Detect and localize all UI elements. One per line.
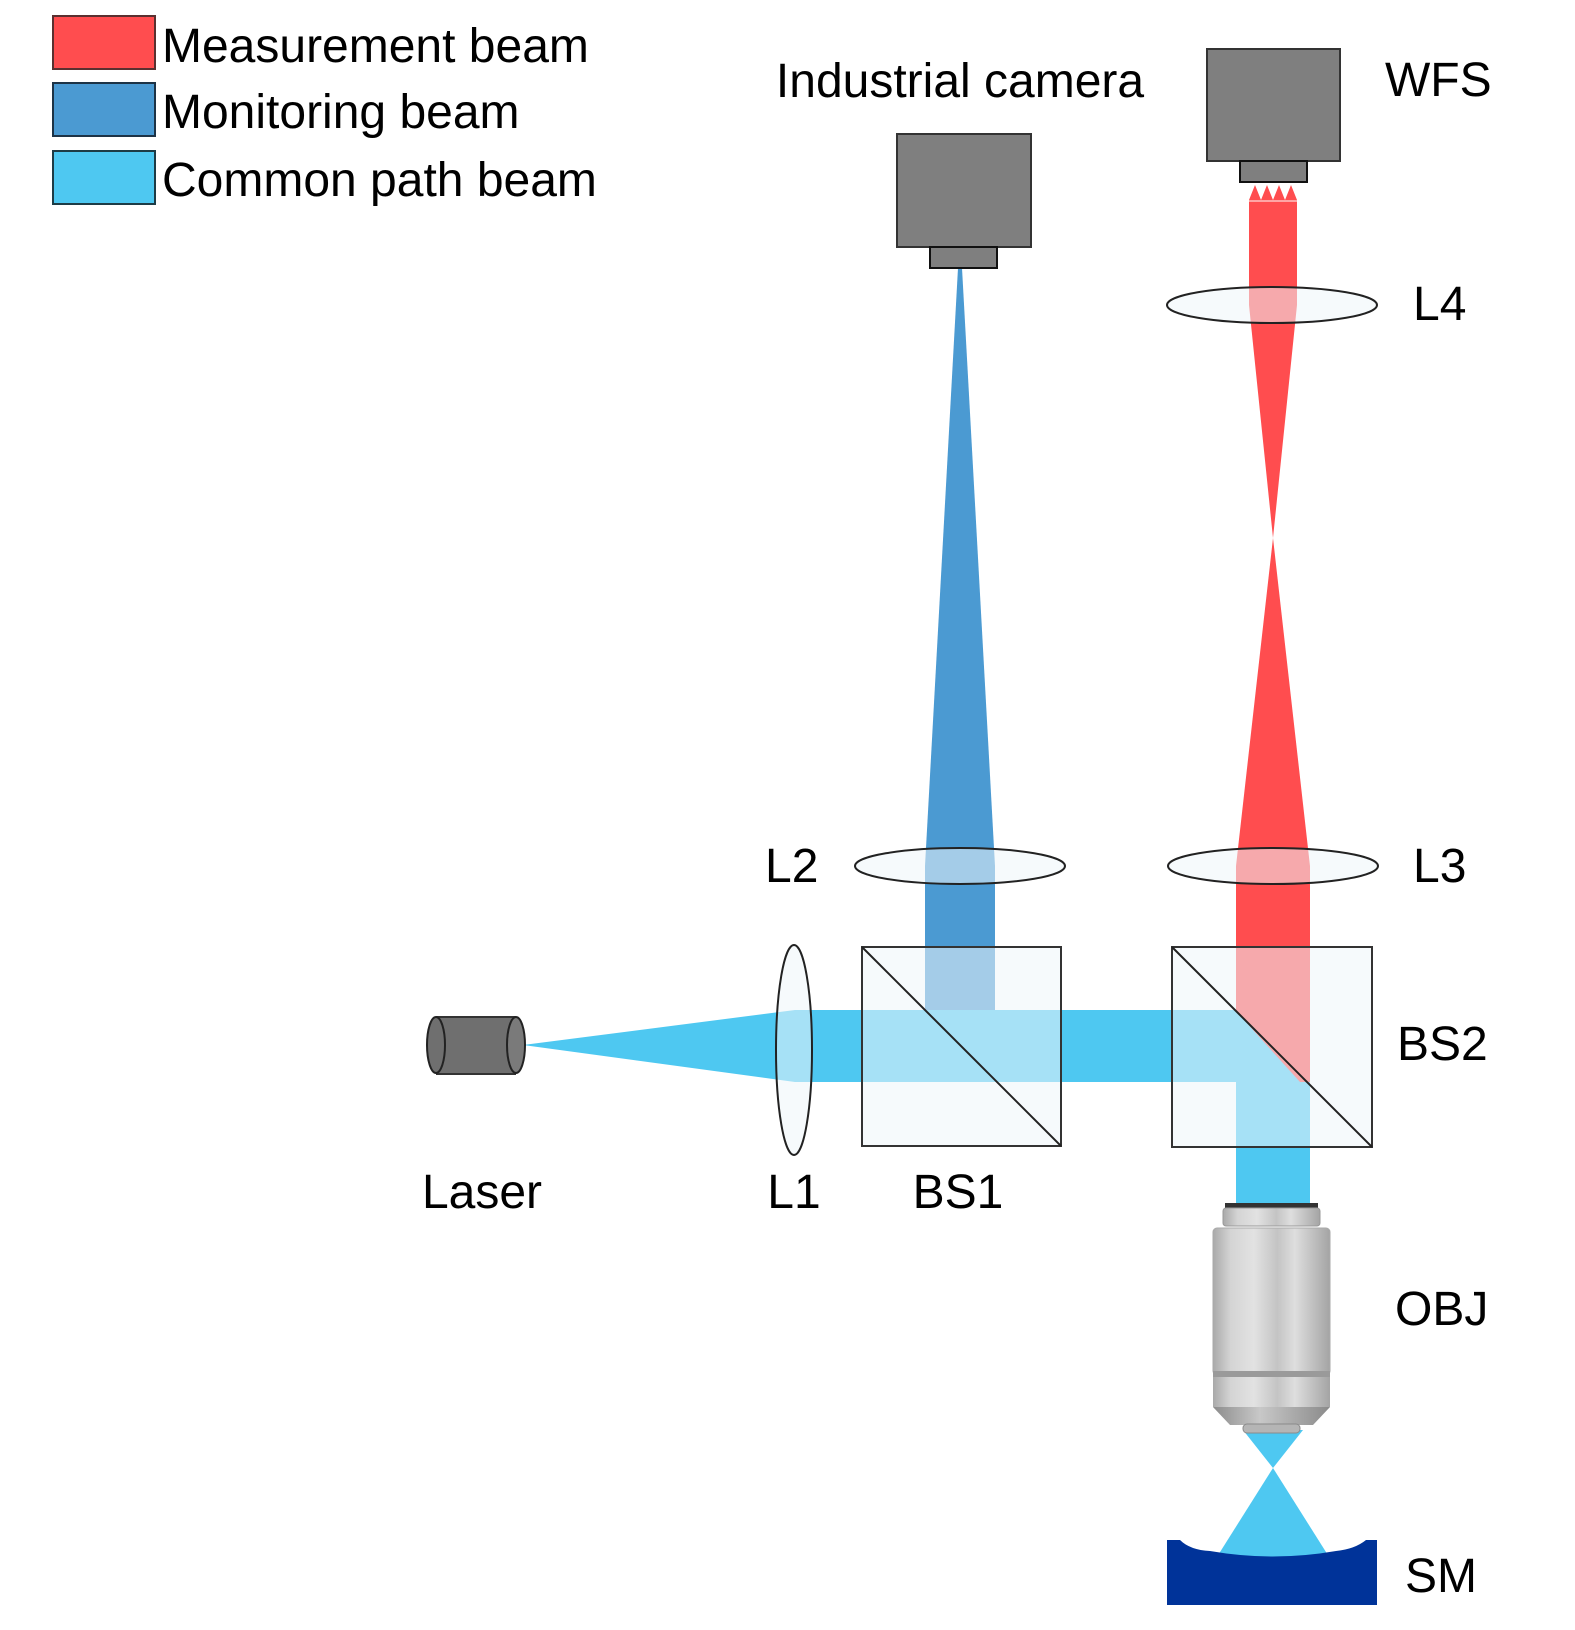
laser: Laser <box>422 1016 542 1219</box>
wfs-body <box>1206 48 1341 162</box>
legend: Measurement beam Monitoring beam Common … <box>52 15 597 207</box>
legend-item-common: Common path beam <box>52 150 597 207</box>
beam-splitter-bs1: BS1 <box>861 946 1062 1219</box>
label-bs1: BS1 <box>913 1166 1004 1219</box>
label-l3: L3 <box>1413 840 1466 893</box>
lens-l4: L4 <box>1166 278 1466 331</box>
industrial-camera: Industrial camera <box>776 55 1144 269</box>
camera-body <box>896 133 1032 248</box>
label-l1: L1 <box>767 1166 820 1219</box>
spherical-mirror: SM <box>1167 1540 1477 1605</box>
label-l2: L2 <box>765 840 818 893</box>
label-l4: L4 <box>1413 278 1466 331</box>
legend-swatch-measurement <box>52 15 156 70</box>
legend-item-measurement: Measurement beam <box>52 15 589 73</box>
legend-swatch-common <box>52 150 156 205</box>
label-sm: SM <box>1405 1550 1477 1603</box>
label-industrial-camera: Industrial camera <box>776 55 1144 108</box>
wavefront-sensor: WFS <box>1206 48 1492 183</box>
label-bs2: BS2 <box>1397 1018 1488 1071</box>
label-wfs: WFS <box>1385 54 1492 107</box>
label-obj: OBJ <box>1395 1283 1488 1336</box>
wfs-mount <box>1239 160 1308 183</box>
camera-mount <box>929 246 998 269</box>
lens-l2: L2 <box>765 840 1066 893</box>
legend-swatch-monitoring <box>52 82 156 137</box>
lens-l3: L3 <box>1167 840 1466 893</box>
label-laser: Laser <box>422 1166 542 1219</box>
lenslet-array-icon <box>1249 185 1297 202</box>
legend-label-measurement: Measurement beam <box>162 20 589 73</box>
objective-lens: OBJ <box>1212 1203 1488 1434</box>
legend-label-common: Common path beam <box>162 154 597 207</box>
legend-item-monitoring: Monitoring beam <box>52 82 520 139</box>
legend-label-monitoring: Monitoring beam <box>162 86 520 139</box>
lens-l1: L1 <box>767 944 821 1219</box>
beam-splitter-bs2: BS2 <box>1171 946 1488 1148</box>
